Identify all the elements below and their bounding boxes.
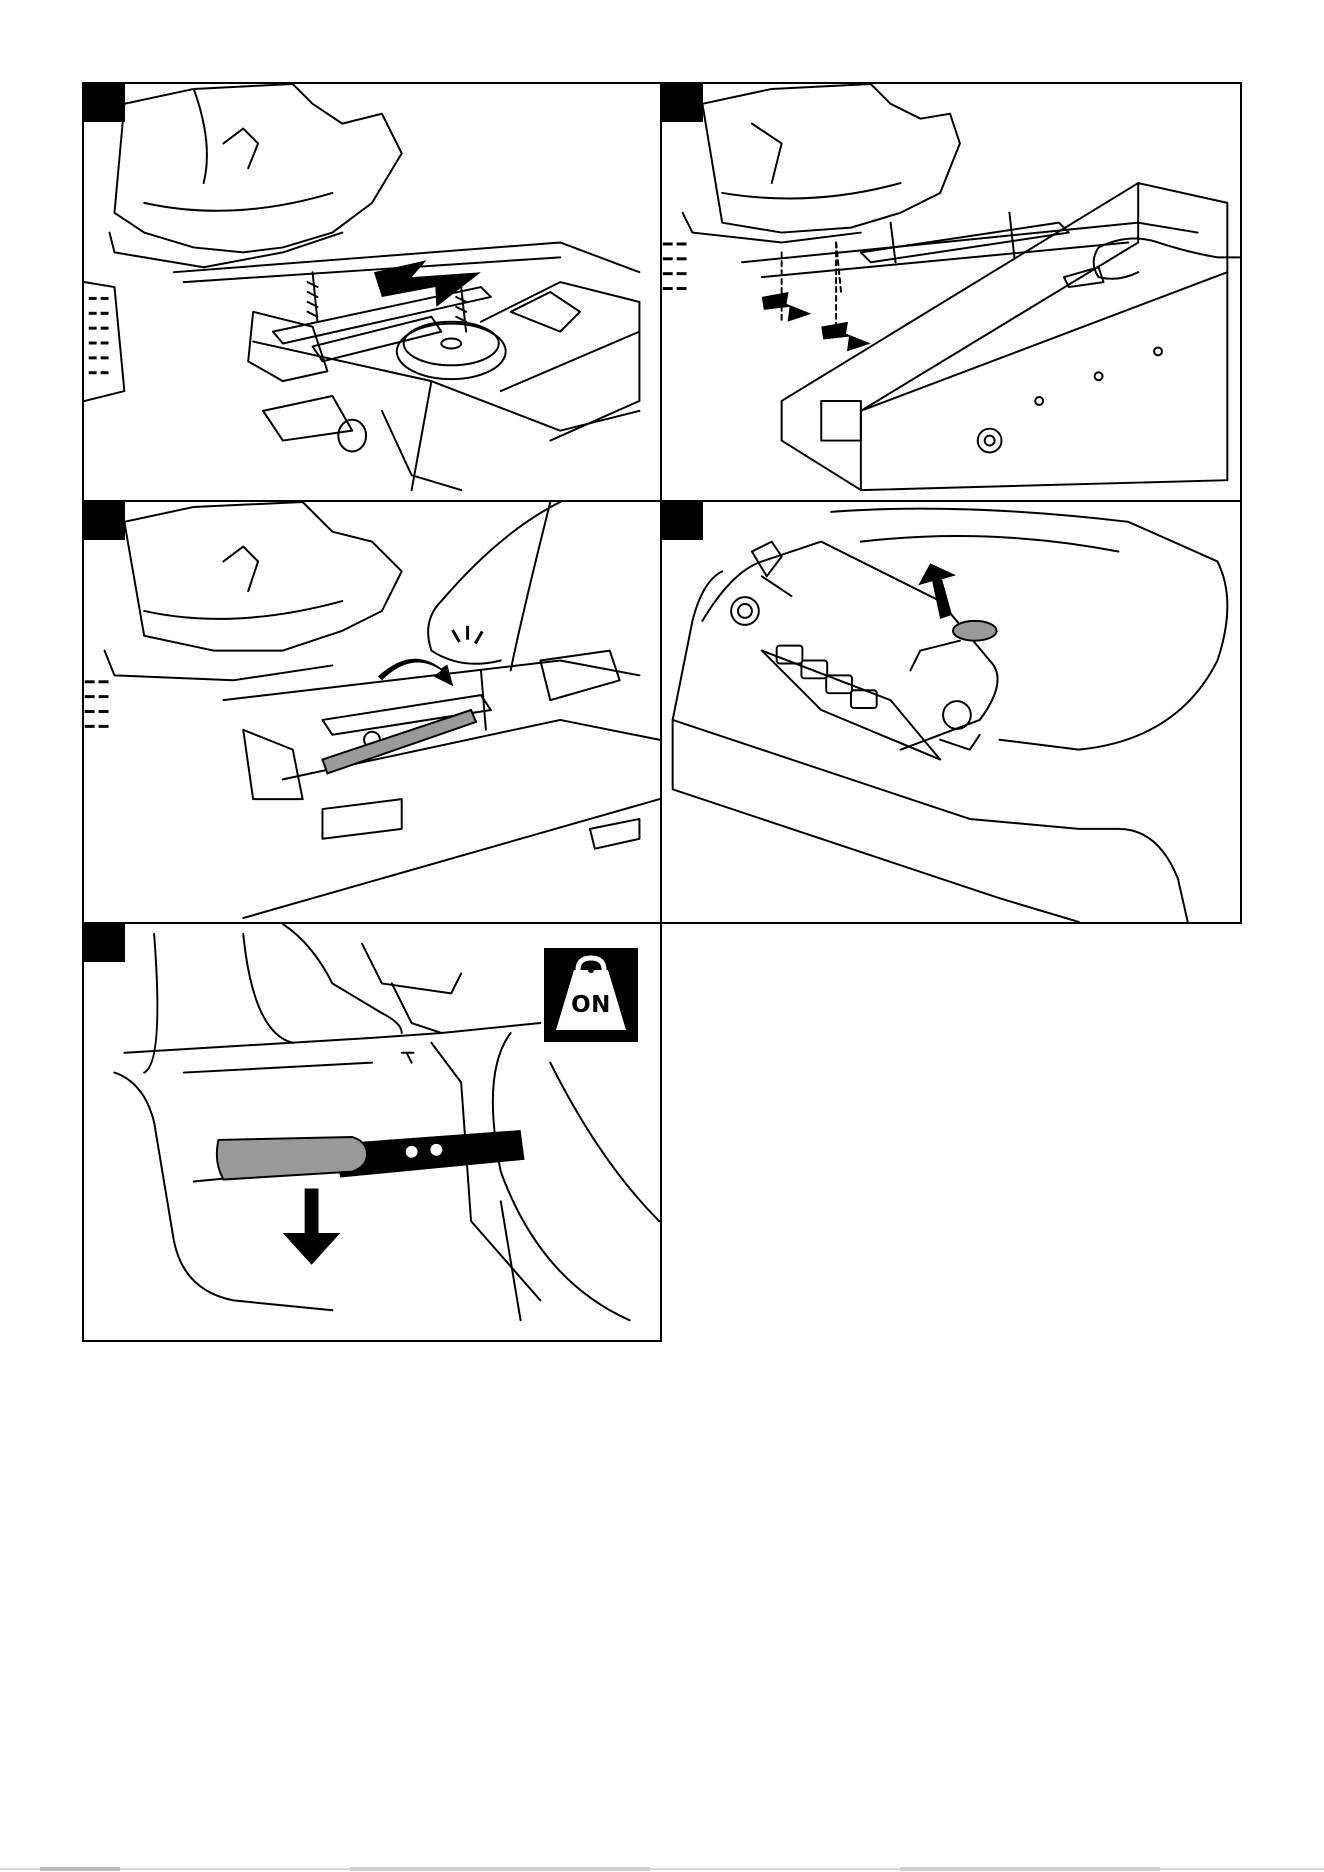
push-arrow-icon	[762, 292, 812, 322]
deck-mount-illustration	[84, 84, 660, 500]
push-arrow-icon	[821, 322, 871, 352]
step-panel-5: ON	[82, 922, 662, 1342]
wrench-icon	[322, 710, 476, 773]
step-panel-3	[82, 500, 662, 924]
footer-print-strip	[0, 1866, 1324, 1872]
deck-engage-illustration	[662, 84, 1240, 500]
step-panel-4	[660, 500, 1242, 924]
lever-down-arrow-icon	[283, 1188, 340, 1264]
push-arrow-icon	[374, 260, 481, 307]
step-panel-2	[660, 82, 1242, 502]
wrench-rotate-icon	[378, 659, 453, 687]
tighten-bolt-illustration	[84, 502, 660, 922]
lever-up-arrow-icon	[918, 563, 956, 618]
weight-transfer-badge-text: ON	[544, 992, 638, 1018]
control-console-illustration	[662, 502, 1240, 922]
weight-transfer-icon: ON	[544, 948, 638, 1042]
step-panel-1	[82, 82, 662, 502]
